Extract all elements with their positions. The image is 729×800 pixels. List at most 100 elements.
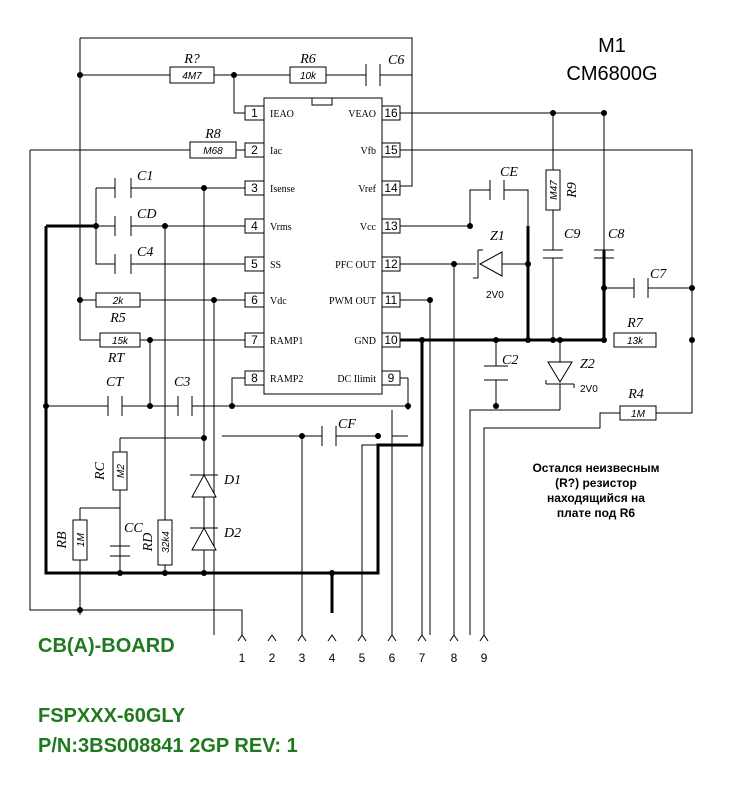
ic-pin-1 — [244, 105, 265, 121]
svg-text:CD: CD — [137, 207, 156, 222]
capacitor-c9: C9 — [543, 227, 580, 259]
connector-arrow — [267, 634, 277, 642]
svg-text:1M: 1M — [631, 409, 646, 420]
connector-arrow — [417, 634, 427, 642]
resistor-rb: 1M RB — [55, 519, 88, 561]
ic-pin-name: RAMP1 — [270, 336, 303, 347]
resistor-r8: M68 R8 — [189, 127, 237, 159]
connector-pin-label: 8 — [451, 651, 458, 665]
svg-text:RB: RB — [55, 531, 70, 550]
ic-pin-14 — [381, 180, 401, 196]
svg-text:M47: M47 — [549, 180, 560, 200]
ic-pin-number: 6 — [251, 293, 258, 307]
svg-text:R6: R6 — [299, 52, 316, 67]
svg-text:RT: RT — [107, 351, 126, 366]
connector-pin-label: 5 — [359, 651, 366, 665]
board-model: FSPXXX-60GLY — [38, 705, 186, 727]
ic-pin-name: Vcc — [360, 222, 377, 233]
svg-text:32k4: 32k4 — [161, 531, 172, 553]
svg-text:RC: RC — [93, 461, 108, 481]
ic-pin-number: 13 — [384, 219, 398, 233]
ic-pin-4 — [244, 218, 265, 234]
capacitor-c7: C7 — [633, 267, 667, 298]
svg-text:15k: 15k — [112, 336, 129, 347]
resistor-rd: 32k4 RD — [141, 519, 173, 566]
svg-text:CT: CT — [106, 375, 124, 390]
connector-pin-label: 1 — [239, 651, 246, 665]
svg-text:2V0: 2V0 — [580, 384, 598, 395]
svg-text:находящийся на: находящийся на — [547, 491, 645, 505]
svg-text:CE: CE — [500, 165, 518, 180]
connector-arrow — [449, 634, 459, 642]
ic-pin-8 — [244, 370, 265, 386]
resistor-r6: 10k R6 — [289, 52, 327, 84]
ic-pin-number: 12 — [384, 257, 398, 271]
svg-text:D1: D1 — [223, 473, 241, 488]
resistor-r5: 2k R5 — [95, 292, 141, 326]
ic-pin-number: 10 — [384, 333, 398, 347]
ic-pin-name: PFC OUT — [335, 260, 376, 271]
resistor-r7: 13k R7 — [613, 316, 657, 348]
capacitor-c1: C1 — [114, 169, 153, 198]
svg-text:M2: M2 — [116, 464, 127, 478]
ic-pin-name: Vref — [358, 184, 376, 195]
ic-pin-number: 11 — [385, 293, 398, 307]
ic-pin-name: Isense — [270, 184, 296, 195]
junction-dots — [43, 72, 695, 613]
svg-text:D2: D2 — [223, 526, 241, 541]
svg-text:RD: RD — [141, 533, 156, 553]
ic-pin-9 — [381, 370, 401, 386]
svg-text:C6: C6 — [388, 53, 404, 68]
svg-text:R?: R? — [183, 52, 200, 67]
svg-text:C1: C1 — [137, 169, 153, 184]
ic-pin-number: 3 — [251, 181, 258, 195]
svg-text:C7: C7 — [650, 267, 667, 282]
ic-pin-13 — [381, 218, 401, 234]
ic-pin-name: VEAO — [348, 109, 376, 120]
svg-text:R7: R7 — [626, 316, 644, 331]
connector-arrow — [387, 634, 397, 642]
wires — [29, 37, 693, 635]
board-name: CB(A)-BOARD — [38, 635, 175, 657]
ic-pin-11 — [381, 292, 401, 308]
resistor-r4: 1M R4 — [619, 387, 657, 421]
ic-pin-number: 4 — [251, 219, 258, 233]
capacitor-ct: CT — [106, 375, 124, 416]
ic-pin-name: Iac — [270, 146, 283, 157]
ic-pin-10 — [381, 332, 401, 348]
svg-text:C9: C9 — [564, 227, 580, 242]
diode-d2: D2 — [190, 526, 241, 551]
connector-arrow — [357, 634, 367, 642]
ic-pin-5 — [244, 256, 265, 272]
resistor-rt: 15k RT — [99, 332, 141, 366]
svg-text:C3: C3 — [174, 375, 190, 390]
svg-text:4M7: 4M7 — [182, 71, 202, 82]
svg-text:Остался неизвесным: Остался неизвесным — [532, 461, 659, 475]
ground-bus — [44, 224, 606, 613]
connector-arrow — [237, 634, 247, 642]
svg-text:2k: 2k — [112, 296, 125, 307]
ic-pin-16 — [381, 105, 401, 121]
resistor-r-unknown: 4M7 R? — [169, 52, 215, 84]
resistor-rc: M2 RC — [93, 451, 128, 491]
connector-pin-label: 2 — [269, 651, 276, 665]
ic-pin-3 — [244, 180, 265, 196]
ic-pin-name: SS — [270, 260, 281, 271]
ic-pin-number: 5 — [251, 257, 258, 271]
connector-arrow — [297, 634, 307, 642]
zener-z2: Z2 2V0 — [545, 357, 598, 395]
ic-pin-15 — [381, 142, 401, 158]
ic-pin-name: Vdc — [270, 296, 287, 307]
diode-d1: D1 — [190, 473, 241, 498]
capacitor-c4: C4 — [114, 245, 153, 274]
capacitor-ce: CE — [489, 165, 518, 200]
ic-pin-name: Vrms — [270, 222, 292, 233]
ic-pin-number: 8 — [251, 371, 258, 385]
capacitor-cf: CF — [321, 417, 356, 446]
ic-pin-number: 2 — [251, 143, 258, 157]
connector-arrow — [479, 634, 489, 642]
board-part-number: P/N:3BS008841 2GP REV: 1 — [38, 735, 298, 757]
connector-pin-label: 9 — [481, 651, 488, 665]
svg-text:C8: C8 — [608, 227, 624, 242]
